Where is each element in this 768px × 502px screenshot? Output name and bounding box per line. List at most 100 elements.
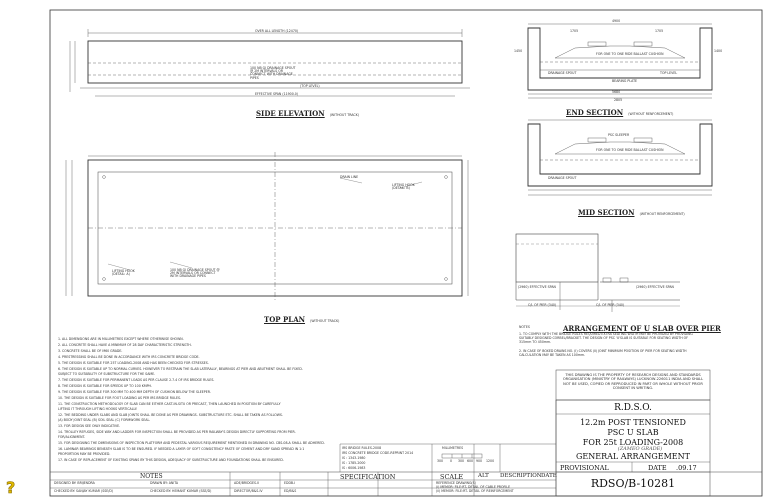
end-section-dim-1: 1705 (570, 29, 579, 33)
notes-heading: NOTES (140, 473, 163, 480)
signature-eddb: EDDB-I (284, 481, 296, 485)
note-line: 11. THE CONSTRUCTION METHODOLOGY OF SLAB… (58, 402, 281, 406)
signature-checked: CHECKED BY: SANJAY KUMAR (SSE/D) (54, 489, 114, 493)
org-name: R.D.S.O. (614, 403, 652, 413)
scale-tick: 600 (467, 459, 474, 463)
scale-tick: 300 (437, 459, 444, 463)
end-section-dim-4: 1400 (714, 49, 723, 53)
arrangement-title-text: ARRANGEMENT OF U SLAB OVER PIER (563, 324, 721, 333)
scale-tick: 1200 (486, 459, 495, 463)
side-elevation-note: (WITHOUT TRACK) (329, 113, 359, 117)
spec-line: IRS BRIDGE RULES-2008 (342, 446, 382, 450)
note-line: 10. THE DESIGN IS SUITABLE FOR FOOT LOAD… (58, 396, 182, 400)
note-line: 5. THE DESIGN IS SUITABLE FOR 25T LOADIN… (58, 361, 209, 365)
alt-heading: ALT (478, 473, 489, 479)
scale-heading: SCALE (440, 473, 464, 481)
signature-director: DIRECTOR/B&S-IV (234, 489, 263, 493)
note-line: 1. ALL DIMENSIONS ARE IN MILLIMETRES EXC… (58, 337, 184, 341)
end-section-dim-2: 1705 (655, 29, 664, 33)
date-heading: DATE (541, 473, 557, 479)
mid-section-note: (WITHOUT RENFORCEMENT) (639, 212, 685, 216)
drawing-number: RDSO/B-10281 (590, 477, 676, 490)
top-plan-drain-line: DRAIN LINE (340, 175, 359, 179)
note-line: 14. TROLLEY REFUGES, SIDE WAY AND LADDER… (58, 430, 296, 434)
mid-section-title-text: MID SECTION (578, 208, 635, 217)
scale-tick: 0 (450, 459, 453, 463)
top-plan-hook-a: LIFTING HOOK (DETAIL: A) (112, 269, 135, 277)
mid-section-ballast-label: FOR ONE TO ONE RIDE BALLAST CUSHION (596, 148, 664, 152)
note-line: 13. FOR DESIGN SEE ONLY INDICATIVE. (58, 424, 121, 428)
note-line: 2. ALL CONCRETE SHALL HAVE A MINIMUM OF … (58, 343, 192, 347)
title-line-3b: (ZAMEO GRADE) (617, 446, 663, 452)
description-heading: DESCRIPTION (500, 473, 542, 479)
alt-entry: (i) MEMOR: FILE:RT- DETAIL OF CABLE PROF… (436, 485, 511, 489)
signature-ed: ED/B&S (284, 489, 297, 493)
end-section-dim-5: 5680 (612, 90, 621, 94)
spec-line: IS : 1785-2000 (342, 461, 366, 465)
signature-checked-2: CHECKED BY: HEMANT KUMAR (SSE/D) (150, 489, 212, 493)
help-icon[interactable]: ? (6, 478, 16, 498)
top-plan-hook-b: LIFTING HOOK (DETAIL: B) (392, 183, 415, 191)
end-section-title-text: END SECTION (566, 108, 624, 117)
end-section-dim-3: 1450 (514, 49, 523, 53)
arrangement-notes-heading: NOTES (519, 325, 530, 329)
top-plan-note: (WITHOUT TRACK) (310, 319, 340, 323)
title-line-1: 12.2m POST TENSIONED (580, 418, 686, 427)
arrangement-pier-left: C/L OF PIER (340) (528, 303, 557, 307)
arrangement-note-1: 1. TO COMPLY WITH THE BRIDGE RULES REQUI… (519, 332, 693, 344)
note-line: 9. THE DESIGN IS SUITABLE FOR 300 MM TO … (58, 390, 211, 394)
end-section-dim-6: 2805 (614, 98, 623, 102)
signature-designed: DESIGNED BY: BRIJENDRA (54, 481, 95, 485)
end-section-drain-label: DRAINAGE SPOUT (548, 71, 577, 75)
status-label: PROVISIONAL (560, 464, 609, 472)
note-line: SUBJECT TO SUITABILITY OF SUBSTRUCTURE F… (58, 372, 156, 376)
title-line-3: FOR 25t LOADING-2008 (556, 438, 710, 447)
spec-line: IRS CONCRETE BRIDGE CODE-REPRINT 2014 (342, 451, 414, 455)
title-line-2: PSC U SLAB (607, 428, 659, 437)
arrangement-span-right: (2960) EFFECTIVE SPAN (636, 285, 674, 289)
arrangement-note-2: 2. IN CASE OF BOXED DRAINS NO. (I) COVER… (519, 349, 687, 357)
alt-entry: (ii) MEMOR: FILE:RT- DETAIL OF REINFORCE… (436, 489, 514, 493)
spec-line: IS : 6006-1983 (342, 466, 366, 470)
mid-section-title: MID SECTION (WITHOUT RENFORCEMENT) (578, 202, 685, 218)
signature-drawn: DRAWN BY: ANITA (150, 481, 179, 485)
side-elevation-effective-span: EFFECTIVE SPAN (11900.0) (255, 92, 299, 96)
note-line: FOR/ALIGNMENT. (58, 435, 86, 439)
note-line: LIFTING IT THROUGH LIFTING HOOKS VERTICA… (58, 407, 138, 411)
spec-line: IS : 1343-1980 (342, 456, 366, 460)
end-section-ballast-label: FOR ONE TO ONE RIDE BALLAST CUSHION (596, 52, 664, 56)
note-line: 16. LAMINAR BEARINGS BENEATH SLAB IS TO … (58, 447, 305, 451)
note-line: 15. FOR DESIGNING THE DIMENSIONS OF INSP… (58, 441, 325, 445)
mid-section-drain-label: DRAINAGE SPOUT (548, 176, 577, 180)
note-line: (A) BODY JOINT SEAL (B) SOIL SEAL (C) FO… (58, 418, 151, 422)
end-section-title: END SECTION (WITHOUT RENFORCEMENT) (566, 102, 673, 118)
signature-ade: ADE/BRIDGES-II (234, 481, 260, 485)
side-elevation-drain-note: 100 NB GI DRAINAGE SPOUT @ 2M INTERVALS … (250, 66, 296, 80)
side-elevation-overall-length: OVER ALL LENGTH (12470) (255, 29, 299, 33)
note-line: 17. IN CASE OF REPLACEMENT OF EXISTING S… (58, 458, 284, 462)
title-line-4: GENERAL ARRANGEMENT (576, 452, 690, 461)
specification-heading: SPECIFICATION (340, 473, 396, 481)
note-line: 3. CONCRETE SHALL BE OF M60 GRADE. (58, 349, 123, 353)
top-plan-title-text: TOP PLAN (264, 315, 306, 324)
note-line: 4. PRESTRESSING SHALL BE DONE IN ACCORDA… (58, 355, 200, 359)
date-label: DATE (648, 464, 667, 472)
end-section-bearing-label: BEARING PLATE (612, 79, 638, 83)
date-value: .09.17 (676, 464, 697, 472)
scale-tick: 900 (476, 459, 483, 463)
arrangement-title: ARRANGEMENT OF U SLAB OVER PIER (563, 318, 721, 334)
mid-section-sleeper-label: PSC SLEEPER (608, 133, 630, 137)
note-line: PROPORTION MAY BE PROVIDED. (58, 452, 111, 456)
arrangement-span-left: (2960) EFFECTIVE SPAN (518, 285, 556, 289)
end-section-level-label: TOP LEVEL (660, 71, 678, 75)
top-plan-title: TOP PLAN (WITHOUT TRACK) (264, 309, 339, 325)
note-line: 7. THE DESIGN IS SUITABLE FOR PERMANENT … (58, 378, 215, 382)
note-line: 12. THE BEDDING UNDER SLABS AND SLAB JOI… (58, 413, 283, 417)
property-note: THIS DRAWING IS THE PROPERTY OF RESEARCH… (562, 373, 704, 391)
side-elevation-title: SIDE ELEVATION (WITHOUT TRACK) (256, 103, 359, 119)
note-line: 6. THE DESIGN IS SUITABLE UP TO NORMAL C… (58, 367, 303, 371)
scale-unit: MILLIMETRES (442, 446, 464, 450)
scale-tick: 300 (458, 459, 465, 463)
